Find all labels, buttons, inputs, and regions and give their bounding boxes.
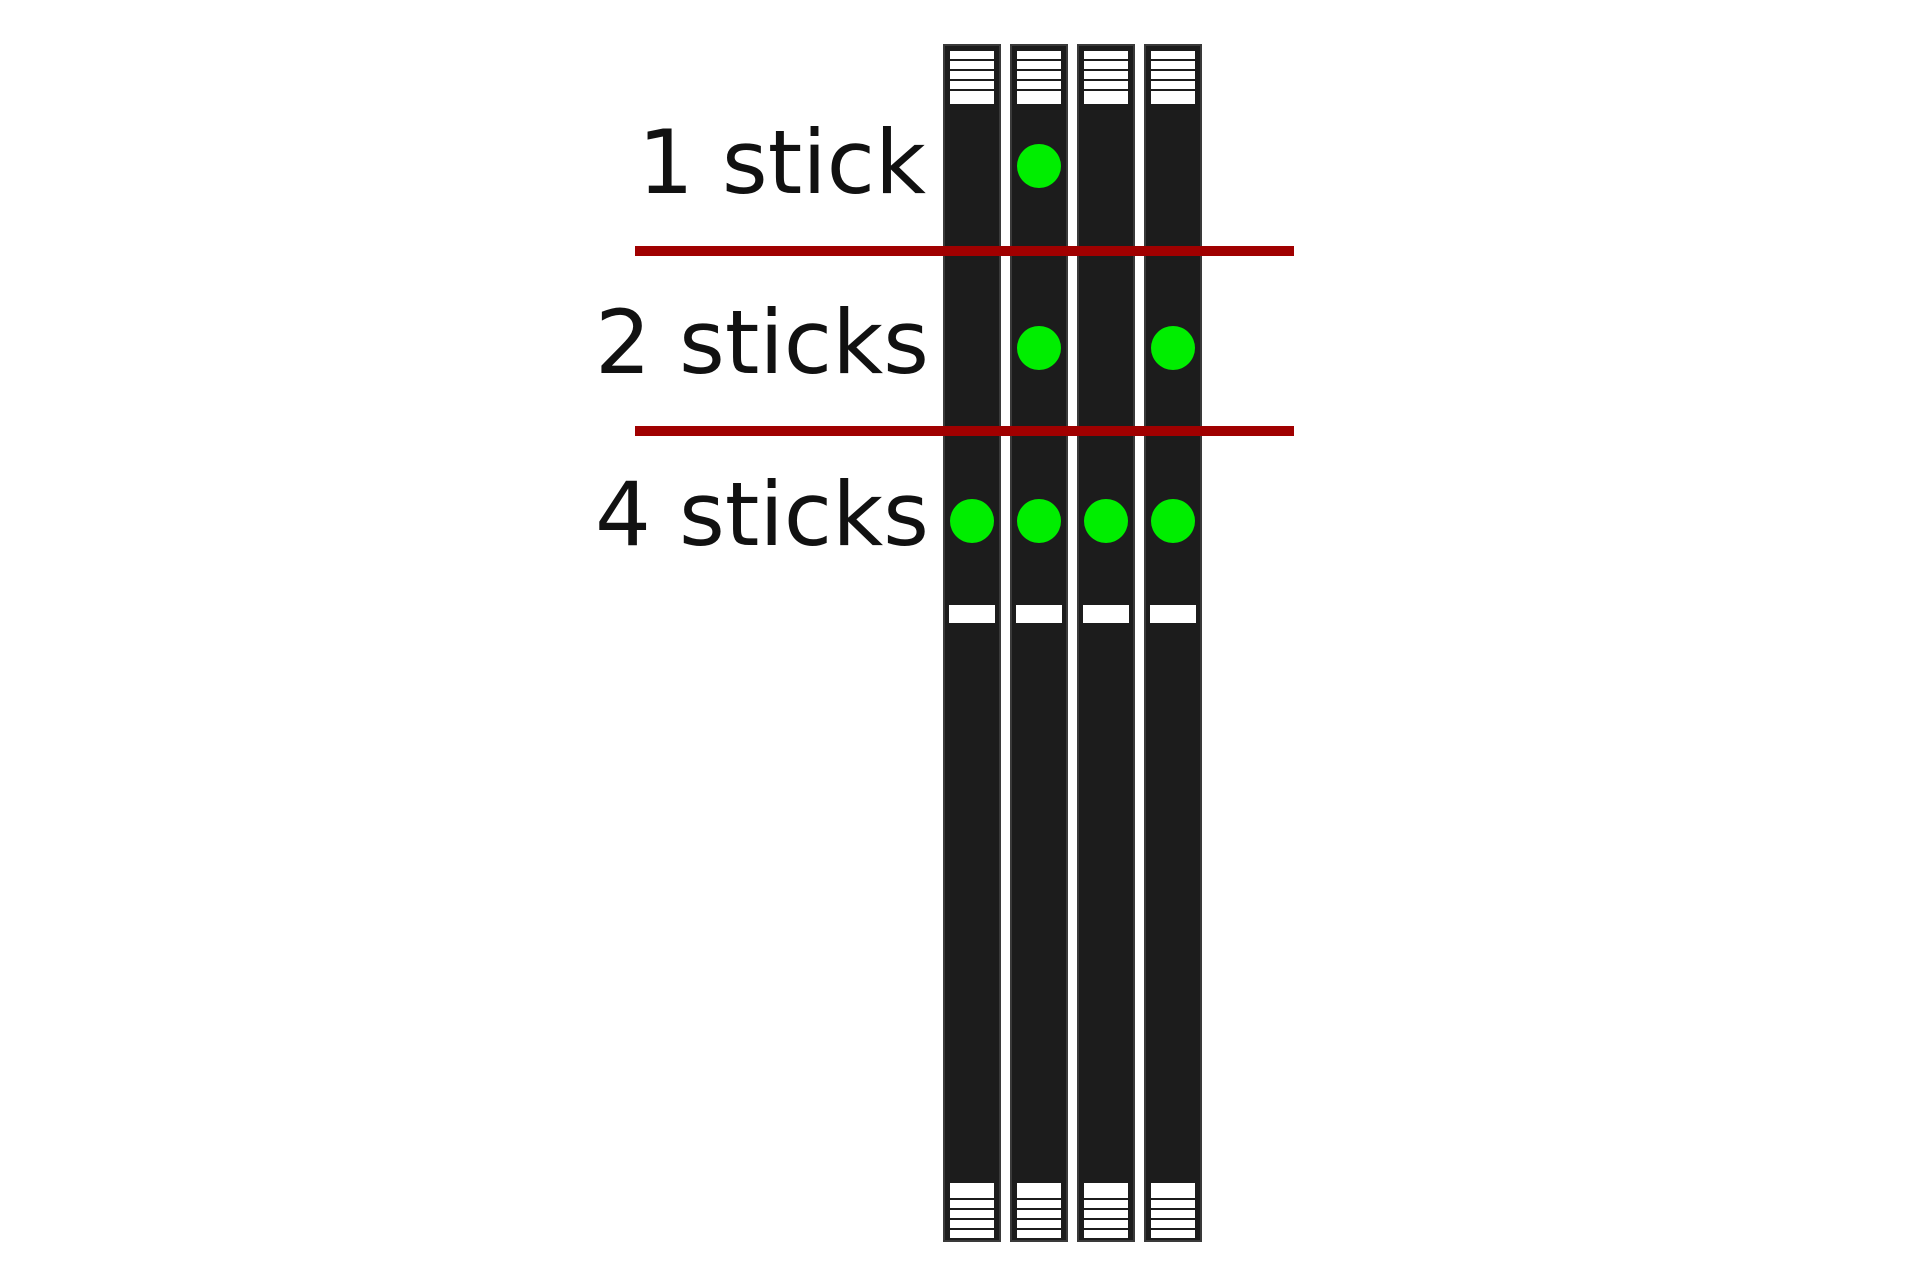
dimm-slot-4 (1144, 44, 1202, 1242)
top-contact (1084, 61, 1128, 69)
bottom-contact (1151, 1230, 1195, 1238)
slot-body (1077, 44, 1135, 1242)
top-contact (1084, 81, 1128, 89)
dimm-slot-1 (943, 44, 1001, 1242)
top-contact (950, 81, 994, 89)
top-contact (1084, 91, 1128, 104)
bottom-contact (1151, 1210, 1195, 1218)
slot-key-notch (1150, 605, 1196, 623)
top-contact (1151, 71, 1195, 79)
top-contact (1017, 81, 1061, 89)
row-dividers (635, 246, 1294, 436)
bottom-contact (950, 1220, 994, 1228)
bottom-contact (1151, 1200, 1195, 1208)
dimm-slot-3 (1077, 44, 1135, 1242)
slot-body (1010, 44, 1068, 1242)
row-label-4-sticks: 4 sticks (595, 463, 929, 566)
row-label-1-stick: 1 stick (638, 111, 926, 214)
bottom-contact (1084, 1210, 1128, 1218)
top-contact (950, 71, 994, 79)
populated-slot-marker (1151, 326, 1195, 370)
top-contact (1017, 61, 1061, 69)
slot-body (943, 44, 1001, 1242)
bottom-contact (1151, 1220, 1195, 1228)
top-contact (1084, 51, 1128, 59)
slot-key-notch (1016, 605, 1062, 623)
populated-slot-marker (1017, 326, 1061, 370)
populated-slot-marker (1017, 499, 1061, 543)
populated-slot-marker (1151, 499, 1195, 543)
bottom-contact (1017, 1220, 1061, 1228)
dimm-slot-2 (1010, 44, 1068, 1242)
top-contact (1084, 71, 1128, 79)
populated-slot-marker (950, 499, 994, 543)
top-contact (1151, 51, 1195, 59)
slot-key-notch (949, 605, 995, 623)
slot-key-notch (1083, 605, 1129, 623)
bottom-contact (1017, 1183, 1061, 1198)
bottom-contact (1017, 1210, 1061, 1218)
top-contact (1017, 91, 1061, 104)
populated-slot-marker (1084, 499, 1128, 543)
bottom-contact (1151, 1183, 1195, 1198)
slot-body (1144, 44, 1202, 1242)
top-contact (950, 61, 994, 69)
top-contact (950, 91, 994, 104)
row-divider (635, 426, 1294, 436)
bottom-contact (950, 1183, 994, 1198)
bottom-contact (1084, 1183, 1128, 1198)
top-contact (1151, 91, 1195, 104)
bottom-contact (950, 1200, 994, 1208)
row-divider (635, 246, 1294, 256)
bottom-contact (950, 1230, 994, 1238)
bottom-contact (1084, 1200, 1128, 1208)
top-contact (1017, 71, 1061, 79)
populated-markers (950, 144, 1195, 543)
bottom-contact (1017, 1230, 1061, 1238)
top-contact (1151, 81, 1195, 89)
top-contact (950, 51, 994, 59)
bottom-contact (1084, 1230, 1128, 1238)
bottom-contact (1084, 1220, 1128, 1228)
bottom-contact (950, 1210, 994, 1218)
top-contact (1151, 61, 1195, 69)
populated-slot-marker (1017, 144, 1061, 188)
top-contact (1017, 51, 1061, 59)
row-label-2-sticks: 2 sticks (595, 291, 929, 394)
bottom-contact (1017, 1200, 1061, 1208)
dimm-slots (943, 44, 1202, 1242)
